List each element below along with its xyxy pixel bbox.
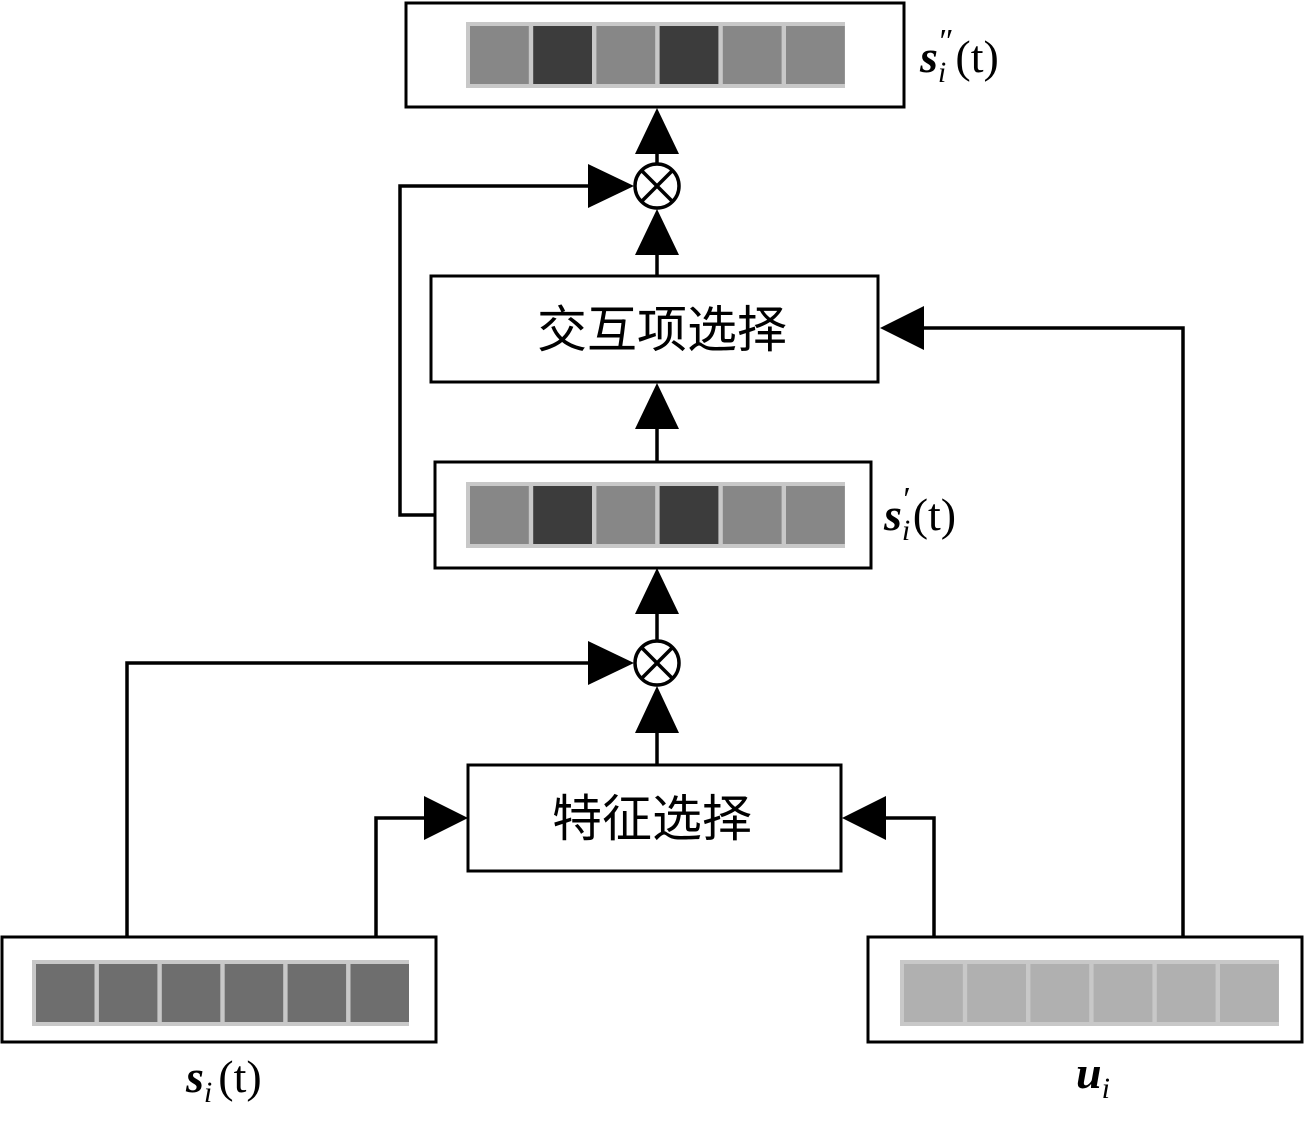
vector-cell (287, 964, 347, 1022)
arrowhead-left-feature-selection (842, 796, 886, 840)
vector-cell (596, 26, 656, 84)
vector-cell (722, 486, 782, 544)
vector-cell (596, 486, 656, 544)
arrowheads (424, 108, 924, 840)
vector-cell (904, 964, 963, 1022)
vector-cell (98, 964, 158, 1022)
vector-cell (350, 964, 409, 1022)
vector-cell (161, 964, 221, 1022)
arrowhead-up-s-double-prime (635, 108, 679, 154)
interaction-selection-node: 交互项选择 (429, 274, 880, 384)
vector-cell (224, 964, 284, 1022)
arrowhead-left-interaction-selection (880, 306, 924, 350)
arrowhead-right-upper-multiply (588, 164, 634, 208)
vector-cell (659, 26, 719, 84)
edge-s-to-feature-selection (374, 816, 430, 937)
feature-selection-node: 特征选择 (466, 763, 843, 873)
multiply-operator-upper (633, 162, 681, 210)
cells-u-input (904, 964, 1279, 1022)
vector-cell (470, 26, 529, 84)
vector-cell (533, 26, 592, 84)
vector-cell (722, 26, 782, 84)
vector-cell (967, 964, 1026, 1022)
label-u-input: ui (1076, 1047, 1110, 1105)
vector-u-input (866, 935, 1304, 1044)
vector-s-double-prime (404, 1, 906, 109)
cells-s-input (36, 964, 409, 1022)
vector-cell (1156, 964, 1216, 1022)
cells-s-prime (470, 486, 845, 544)
arrowhead-up-interaction-selection (635, 383, 679, 429)
edge-s-to-multiply-lower (125, 661, 600, 937)
vector-cell (533, 486, 592, 544)
vector-cell (1093, 964, 1153, 1022)
edge-u-to-interaction-selection (920, 326, 1185, 937)
multiply-operator-lower (633, 639, 681, 687)
arrowhead-up-s-prime (635, 568, 679, 614)
label-s-input: si(t) (185, 1051, 262, 1109)
interaction-selection-label: 交互项选择 (537, 301, 787, 359)
vector-cell (1220, 964, 1279, 1022)
edge-s-prime-to-multiply-upper (398, 184, 600, 517)
vector-s-input (0, 935, 438, 1044)
feature-selection-label: 特征选择 (552, 790, 752, 848)
arrowhead-up-upper-multiply (635, 209, 679, 255)
arrowhead-right-feature-selection (424, 796, 468, 840)
vector-cell (659, 486, 719, 544)
connectors (125, 150, 1185, 937)
arrowhead-right-lower-multiply (588, 641, 634, 685)
vector-cell (36, 964, 95, 1022)
vector-cell (1030, 964, 1090, 1022)
arrowhead-up-lower-multiply (635, 686, 679, 733)
vector-cell (470, 486, 529, 544)
label-s-prime: si′(t) (883, 481, 956, 547)
vector-cell (786, 486, 845, 544)
vector-cell (786, 26, 845, 84)
cells-s-double-prime (470, 26, 845, 84)
edge-u-to-feature-selection (882, 816, 936, 937)
label-s-double-prime: si″(t) (919, 23, 999, 89)
vector-s-prime (433, 460, 873, 570)
